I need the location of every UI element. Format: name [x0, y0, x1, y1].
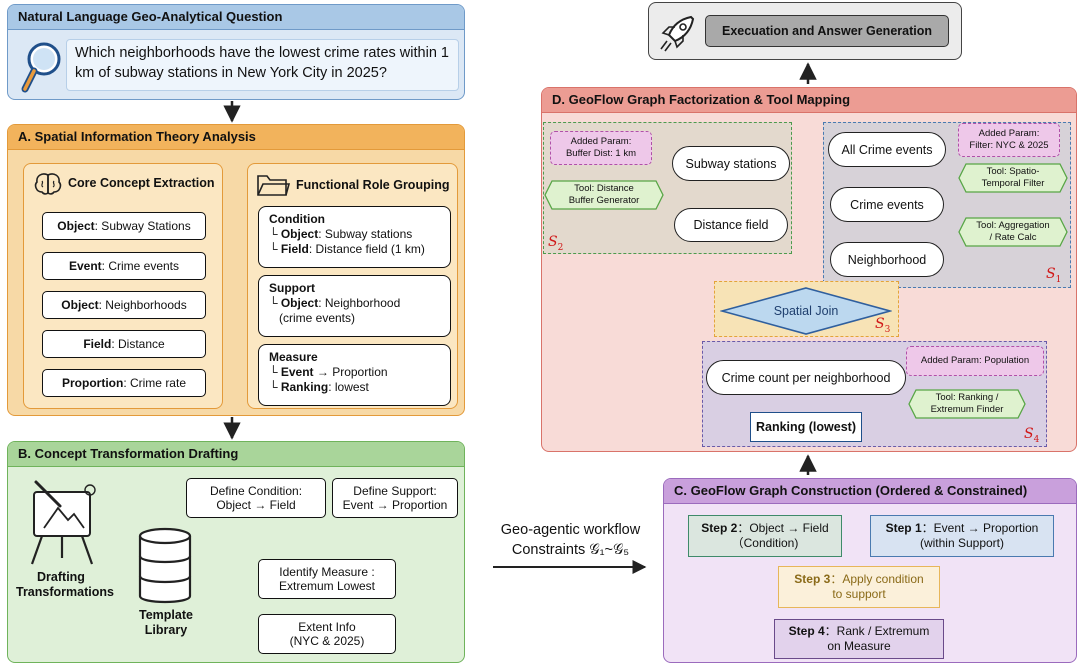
core-concept-title: Core Concept Extraction: [68, 176, 215, 190]
node-all-crime-events: All Crime events: [828, 132, 946, 167]
execution-panel: Execuation and Answer Generation: [648, 2, 962, 60]
workflow-label: Geo-agentic workflow Constraints 𝒢₁~𝒢₅: [478, 520, 663, 560]
core-concept-box: Core Concept Extraction Object: Subway S…: [23, 163, 223, 409]
support-title: Support: [269, 281, 315, 295]
node-ranking-lowest: Ranking (lowest): [750, 412, 862, 442]
workflow-line2: Constraints 𝒢₁~𝒢₅: [511, 542, 630, 558]
extent-info-box: Extent Info(NYC & 2025): [258, 614, 396, 654]
role-grouping-box: Functional Role Grouping Condition └ Obj…: [247, 163, 458, 409]
brain-icon: [34, 172, 62, 201]
s2-added-param: Added Param:Buffer Dist: 1 km: [550, 131, 652, 165]
panel-b-title: B. Concept Transformation Drafting: [8, 442, 464, 467]
s1-tool-aggregation: Tool: Aggregation/ Rate Calc: [958, 217, 1068, 247]
drafting-label: Drafting Transformations: [16, 570, 114, 599]
s1-tool-spatio-temporal: Tool: Spatio-Temporal Filter: [958, 163, 1068, 193]
step-1-box: Step 1：Event → Proportion (within Suppor…: [870, 515, 1054, 557]
core-item-proportion: Proportion: Crime rate: [42, 369, 206, 397]
core-item-object-neighborhoods: Object: Neighborhoods: [42, 291, 206, 319]
measure-box: Measure └ Event → Proportion └ Ranking: …: [258, 344, 451, 406]
node-crime-events: Crime events: [830, 187, 944, 222]
s1-label: S1: [1046, 266, 1062, 285]
s3-label: S3: [875, 316, 891, 335]
easel-icon: [26, 478, 106, 571]
node-spatial-join: Spatial Join: [720, 286, 892, 336]
core-item-object-subway: Object: Subway Stations: [42, 212, 206, 240]
step-4-box: Step 4：Rank / Extremum on Measure: [774, 619, 944, 659]
database-icon: [136, 526, 194, 611]
panel-c-title: C. GeoFlow Graph Construction (Ordered &…: [664, 479, 1076, 504]
workflow-line1: Geo-agentic workflow: [500, 522, 641, 538]
support-box: Support └ Object: Neighborhood (crime ev…: [258, 275, 451, 337]
measure-title: Measure: [269, 350, 318, 364]
rocket-icon: [657, 11, 699, 58]
step-2-box: Step 2：Object → Field （Condition): [688, 515, 842, 557]
role-grouping-title: Functional Role Grouping: [296, 178, 450, 192]
execution-label: Execuation and Answer Generation: [721, 24, 932, 38]
identify-measure-box: Identify Measure :Extremum Lowest: [258, 559, 396, 599]
node-distance-field: Distance field: [674, 208, 788, 242]
question-panel: Natural Language Geo-Analytical Question…: [7, 4, 465, 100]
s4-added-param: Added Param: Population: [906, 346, 1044, 376]
condition-box: Condition └ Object: Subway stations └ Fi…: [258, 206, 451, 268]
library-label: Template Library: [139, 608, 193, 637]
panel-a: A. Spatial Information Theory Analysis C…: [7, 124, 465, 416]
node-subway-stations: Subway stations: [672, 146, 790, 181]
panel-c: C. GeoFlow Graph Construction (Ordered &…: [663, 478, 1077, 663]
folder-icon: [256, 172, 291, 203]
condition-title: Condition: [269, 212, 325, 226]
step-3-box: Step 3：Apply condition to support: [778, 566, 940, 608]
s1-added-param: Added Param:Filter: NYC & 2025: [958, 123, 1060, 157]
panel-d-title: D. GeoFlow Graph Factorization & Tool Ma…: [542, 88, 1076, 113]
core-item-field: Field: Distance: [42, 330, 206, 358]
s4-tool-ranking: Tool: Ranking /Extremum Finder: [908, 389, 1026, 419]
node-crime-count: Crime count per neighborhood: [706, 360, 906, 395]
node-neighborhood: Neighborhood: [830, 242, 944, 277]
panel-a-title: A. Spatial Information Theory Analysis: [8, 125, 464, 150]
define-support-box: Define Support:Event → Proportion: [332, 478, 458, 518]
question-title: Natural Language Geo-Analytical Question: [8, 5, 464, 30]
question-bubble: Which neighborhoods have the lowest crim…: [66, 39, 459, 91]
question-text: Which neighborhoods have the lowest crim…: [75, 45, 449, 81]
define-condition-box: Define Condition:Object → Field: [186, 478, 326, 518]
core-item-event: Event: Crime events: [42, 252, 206, 280]
panel-b: B. Concept Transformation Drafting Draft…: [7, 441, 465, 663]
s2-label: S2: [548, 234, 564, 253]
s4-label: S4: [1024, 426, 1040, 445]
execution-button: Execuation and Answer Generation: [705, 15, 949, 47]
magnifier-icon: [20, 39, 66, 102]
